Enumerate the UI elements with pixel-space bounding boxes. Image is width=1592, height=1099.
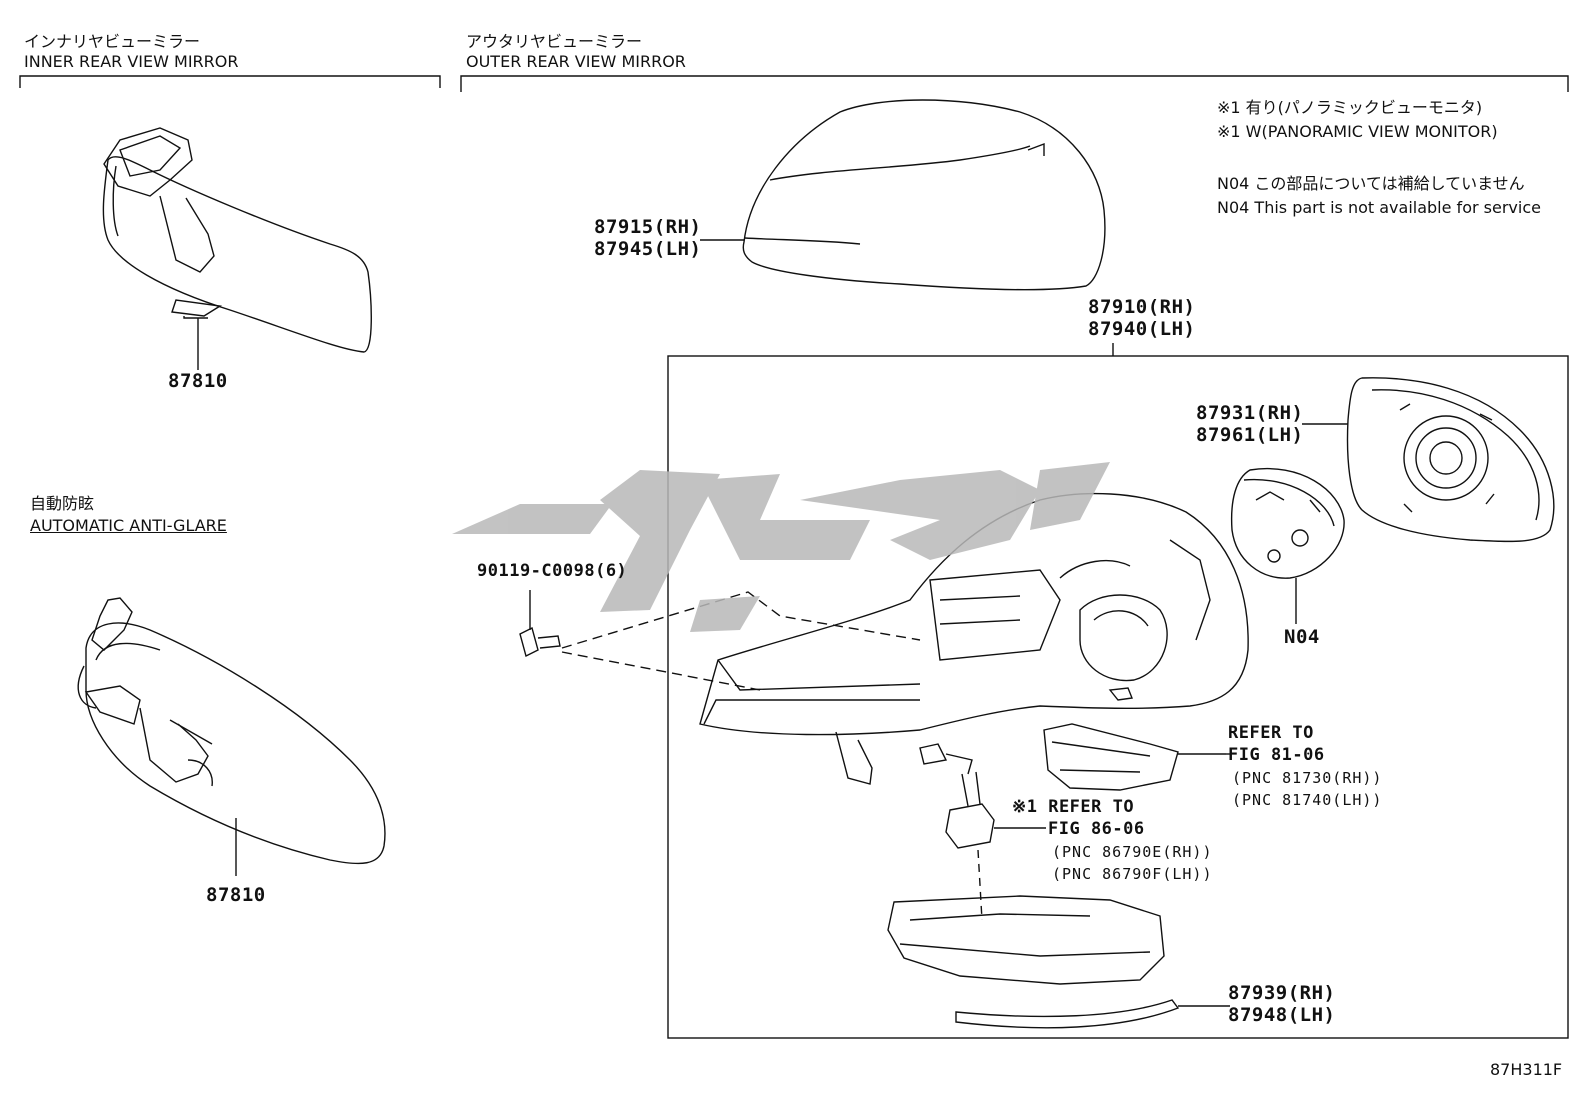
ref2-line2: FIG 86-06 <box>1048 819 1145 839</box>
outer-header-bracket <box>460 75 1569 92</box>
inner-mirror-bottom-drawing <box>77 597 386 876</box>
note-line-4: N04 This part is not available for servi… <box>1217 198 1541 217</box>
inner-header-bracket <box>19 75 441 88</box>
screw-path-2 <box>561 651 761 691</box>
camera-drawing <box>919 743 1046 921</box>
part-screw: 90119-C0098(6) <box>477 561 628 581</box>
part-inner-mirror-bottom: 87810 <box>206 884 266 906</box>
ref1-line2: FIG 81-06 <box>1228 745 1325 765</box>
inner-mirror-top-drawing <box>102 127 372 370</box>
screw-path <box>561 591 921 649</box>
ref2-pnc1: (PNC 86790E(RH)) <box>1052 843 1213 861</box>
inner-header-en: INNER REAR VIEW MIRROR <box>24 52 239 71</box>
ref1-pnc2: (PNC 81740(LH)) <box>1232 791 1383 809</box>
screw-drawing <box>519 590 561 658</box>
part-glass-rh: 87931(RH) <box>1196 402 1304 424</box>
anti-glare-header-en: AUTOMATIC ANTI-GLARE <box>30 516 227 535</box>
mirror-glass-drawing <box>1302 377 1555 543</box>
note-line-2: ※1 W(PANORAMIC VIEW MONITOR) <box>1217 122 1498 141</box>
outer-header-jp: アウタリヤビューミラー <box>466 32 643 51</box>
part-cover-lh: 87945(LH) <box>594 238 702 260</box>
ref2-pnc2: (PNC 86790F(LH)) <box>1052 865 1213 883</box>
part-glass-lh: 87961(LH) <box>1196 424 1304 446</box>
part-assy-rh: 87910(RH) <box>1088 296 1196 318</box>
figure-code: 87H311F <box>1490 1060 1563 1079</box>
anti-glare-header-jp: 自動防眩 <box>30 494 95 513</box>
mirror-cover-drawing <box>700 99 1106 291</box>
part-cover-rh: 87915(RH) <box>594 216 702 238</box>
ref2-line1: ※1 REFER TO <box>1012 797 1135 817</box>
mirror-body-drawing <box>699 492 1249 785</box>
part-actuator: N04 <box>1284 626 1320 648</box>
part-inner-mirror-top: 87810 <box>168 370 228 392</box>
trim-strip-drawing <box>955 999 1230 1029</box>
outer-header-en: OUTER REAR VIEW MIRROR <box>466 52 686 71</box>
note-line-3: N04 この部品については補給していません <box>1217 174 1525 193</box>
ref1-pnc1: (PNC 81730(RH)) <box>1232 769 1383 787</box>
inner-header-jp: インナリヤビューミラー <box>24 32 201 51</box>
actuator-drawing <box>1230 468 1345 624</box>
part-trim-lh: 87948(LH) <box>1228 1004 1336 1026</box>
part-assy-lh: 87940(LH) <box>1088 318 1196 340</box>
watermark-logo <box>452 462 1110 632</box>
lower-garnish-drawing <box>887 895 1165 985</box>
turn-lamp-drawing <box>1043 723 1226 791</box>
assembly-frame <box>667 355 1569 1039</box>
note-line-1: ※1 有り(パノラミックビューモニタ) <box>1217 98 1483 117</box>
ref1-line1: REFER TO <box>1228 723 1314 743</box>
part-trim-rh: 87939(RH) <box>1228 982 1336 1004</box>
